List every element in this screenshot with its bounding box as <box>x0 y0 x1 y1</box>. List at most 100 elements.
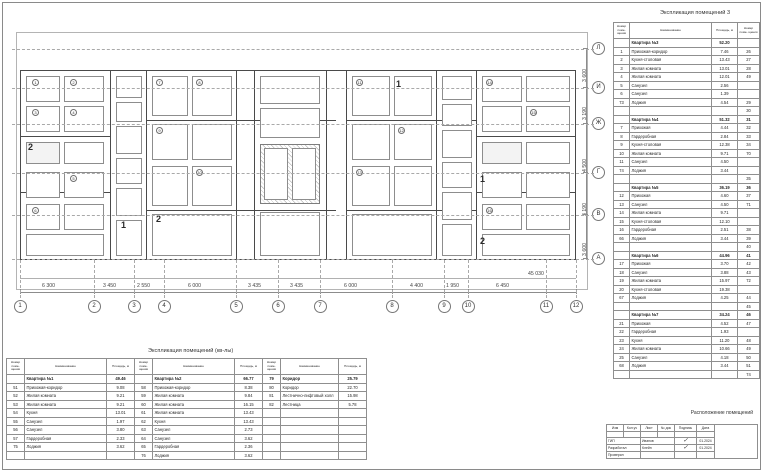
room-number-bubble: 6 <box>32 207 39 214</box>
row-area: 34.24 <box>711 310 738 320</box>
grid-bubble-5: 5 <box>229 300 243 313</box>
row-name: Кухня-столовая <box>629 140 712 150</box>
row-number-2: 42 <box>737 259 760 269</box>
row-area-col1: 9.08 <box>106 382 135 392</box>
row-name: Квартира №6 <box>629 250 712 260</box>
room-cell <box>526 76 570 102</box>
row-area-col3 <box>338 442 367 452</box>
row-name-col2: Санузел <box>152 425 235 435</box>
row-area-col2: 8.38 <box>234 382 263 392</box>
stamp-col-list: Лист <box>640 424 658 432</box>
stamp-signature-gip: ✓ <box>674 437 697 446</box>
row-number-2: 36 <box>737 182 760 192</box>
row-number-2: 45 <box>737 301 760 311</box>
row-area-col3 <box>338 425 367 435</box>
row-number: 1 <box>613 46 630 56</box>
wall-internal <box>236 70 237 260</box>
grid-bubble-9: 9 <box>437 300 451 313</box>
row-number-2: 47 <box>737 318 760 328</box>
room-cell <box>64 204 104 230</box>
row-name: Санузел <box>629 89 712 99</box>
row-number-col3 <box>262 416 281 426</box>
row-number: 19 <box>613 276 630 286</box>
row-number-2: 34 <box>737 140 760 150</box>
row-number-col2: 59 <box>134 391 153 401</box>
row-area: 2.51 <box>711 225 738 235</box>
row-area: 9.71 <box>711 148 738 158</box>
row-number <box>613 369 630 379</box>
row-number: 67 <box>613 293 630 303</box>
row-name-col1: Жилая комната <box>24 391 107 401</box>
row-name: Кухня-столовая <box>629 284 712 294</box>
plan-outline <box>16 32 588 290</box>
row-number <box>613 114 630 124</box>
room-number-bubble: 7 <box>156 79 163 86</box>
dimension-text-vertical: 3 600 <box>582 69 588 82</box>
row-area-col3 <box>338 408 367 418</box>
row-name: Квартира №3 <box>629 38 712 48</box>
row-name-col2: Жилая комната <box>152 391 235 401</box>
row-area-col1: 2.33 <box>106 433 135 443</box>
dimension-text: 2 550 <box>137 283 150 289</box>
row-area: 36.19 <box>711 182 738 192</box>
room-cell <box>64 142 104 164</box>
row-name: Санузел <box>629 80 712 90</box>
wall-internal <box>20 136 110 137</box>
dimension-text: 3 435 <box>248 283 261 289</box>
row-name: Кухня-столовая <box>629 216 712 226</box>
room-cell <box>26 172 60 198</box>
stamp-sheet-name-cell <box>714 423 758 460</box>
table-row: 40 <box>613 242 760 252</box>
row-name <box>629 369 712 379</box>
stamp-col-header-row: Изм Кол.уч Лист № док Подпись Дата <box>606 423 758 460</box>
row-name-col1: Санузел <box>24 425 107 435</box>
row-number-col3: 81 <box>262 391 281 401</box>
row-number-2: 29 <box>737 97 760 107</box>
overall-dimension-line <box>20 278 576 279</box>
right-table-title: Экспликация помещений 3 <box>660 10 731 16</box>
row-area: 12.38 <box>711 140 738 150</box>
room-number-bubble: 4 <box>70 109 77 116</box>
table-row: 45 <box>613 301 760 311</box>
table-row: 74 <box>613 369 760 379</box>
grid-bubble-6: 6 <box>271 300 285 313</box>
row-number-col2: 65 <box>134 442 153 452</box>
row-number-col3 <box>262 433 281 443</box>
row-name <box>629 301 712 311</box>
dimension-line-horizontal <box>20 292 576 293</box>
row-number: 8 <box>613 131 630 141</box>
row-name-col1 <box>24 450 107 460</box>
wall-internal <box>436 70 437 260</box>
row-number-col1: 52 <box>6 391 25 401</box>
room-cell <box>352 214 432 256</box>
row-name-col1: Квартира №1 <box>24 374 107 384</box>
row-name: Санузел <box>629 199 712 209</box>
row-area: 4.18 <box>711 352 738 362</box>
row-number: 68 <box>613 361 630 371</box>
row-number: 16 <box>613 225 630 235</box>
room-cell <box>260 212 320 256</box>
col-header-num2: Номер поме- щения <box>737 22 760 39</box>
row-name <box>629 106 712 116</box>
row-number-col2: 60 <box>134 399 153 409</box>
row-number-2 <box>737 216 760 226</box>
wall-internal <box>254 70 255 260</box>
row-number-2: 43 <box>737 267 760 277</box>
row-area-col1: 9.21 <box>106 391 135 401</box>
row-number-2: 37 <box>737 191 760 201</box>
row-number-2: 40 <box>737 242 760 252</box>
row-number-col3: 79 <box>262 374 281 384</box>
table-header-row: Номер поме- щения Наименование Площадь, … <box>6 358 367 375</box>
row-area: 2.84 <box>711 131 738 141</box>
